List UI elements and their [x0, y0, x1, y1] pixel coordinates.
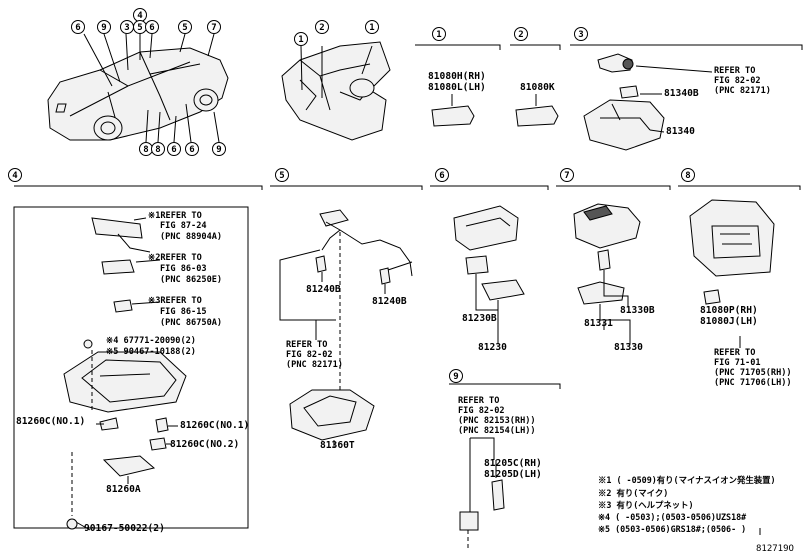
callout-5: 5: [178, 20, 192, 34]
refer-fig-82-02-a-line2: FIG 82-02: [714, 76, 761, 86]
callout-9: 9: [212, 142, 226, 156]
part-number-81260c-no1-left: 81260C(NO.1): [16, 416, 86, 427]
refer-fig-82-02-c: REFER TO: [458, 396, 500, 406]
part-number-81340b: 81340B: [664, 88, 699, 99]
callout-6: 6: [145, 20, 159, 34]
callout-6: 6: [167, 142, 181, 156]
part-number-81360t: 81360T: [320, 440, 355, 451]
refer-fig-71-01: REFER TO: [714, 348, 756, 358]
refer-fig-71-01-line2: FIG 71-01: [714, 358, 761, 368]
part-number-81230: 81230: [478, 342, 507, 353]
note1-refer-line1: ※1REFER TO: [148, 211, 202, 221]
part-number-81331: 81331: [584, 318, 613, 329]
part-number-81080h-rh: 81080H(RH): [428, 71, 486, 82]
bolt-67771-20090: ※4 67771-20090(2): [106, 336, 196, 346]
refer-fig-82-02-c-line3: (PNC 82153(RH)): [458, 416, 536, 426]
part-number-90167-50022: 90167-50022(2): [84, 523, 165, 534]
part-number-81340: 81340: [666, 126, 695, 137]
refer-fig-71-01-line4: (PNC 71706(LH)): [714, 378, 792, 388]
note1-refer-line3: (PNC 88904A): [160, 232, 223, 242]
footnote-1: ※1 ( -0509)有り(マイナスイオン発生装置): [598, 475, 776, 485]
refer-fig-82-02-a: REFER TO: [714, 66, 756, 76]
part-number-81330b: 81330B: [620, 305, 655, 316]
part-number-81240b-left: 81240B: [306, 284, 341, 295]
callout-1: 1: [365, 20, 379, 34]
part-number-81240b-right: 81240B: [372, 296, 407, 307]
section-9-header: 9: [449, 369, 463, 383]
part-number-81080p-rh: 81080P(RH): [700, 305, 758, 316]
note2-refer-line2: FIG 86-03: [160, 264, 207, 274]
part-number-81205c-rh: 81205C(RH): [484, 458, 542, 469]
refer-fig-82-02-b: REFER TO: [286, 340, 328, 350]
footnote-3: ※3 有り(ヘルプネット): [598, 500, 694, 510]
footnote-4: ※4 ( -0503);(0503-0506)UZS18#: [598, 512, 747, 522]
section-6-header: 6: [435, 168, 449, 182]
part-number-81080k: 81080K: [520, 82, 555, 93]
part-number-81260c-no2: 81260C(NO.2): [170, 439, 240, 450]
callout-8: 8: [139, 142, 153, 156]
callout-2: 2: [315, 20, 329, 34]
figure-id: 812719O: [756, 544, 794, 554]
footnote-2: ※2 有り(マイク): [598, 488, 669, 498]
section-8-header: 8: [681, 168, 695, 182]
refer-fig-82-02-b-line2: FIG 82-02: [286, 350, 333, 360]
note3-refer-line3: (PNC 86750A): [160, 318, 223, 328]
note3-refer-line2: FIG 86-15: [160, 307, 207, 317]
section-4-header: 4: [8, 168, 22, 182]
section-2-header: 2: [514, 27, 528, 41]
callout-1: 1: [294, 32, 308, 46]
part-number-81230b: 81230B: [462, 313, 497, 324]
part-number-81330: 81330: [614, 342, 643, 353]
part-number-81260c-no1-right: 81260C(NO.1): [180, 420, 250, 431]
note1-refer-line2: FIG 87-24: [160, 221, 207, 231]
callout-6: 6: [71, 20, 85, 34]
interior-illustration: [281, 41, 391, 141]
callout-8: 8: [151, 142, 165, 156]
callout-3: 3: [120, 20, 134, 34]
note2-refer-line1: ※2REFER TO: [148, 253, 202, 263]
section-1-header: 1: [432, 27, 446, 41]
part-number-81260a: 81260A: [106, 484, 141, 495]
part-number-81205d-lh: 81205D(LH): [484, 469, 542, 480]
section-5-header: 5: [275, 168, 289, 182]
refer-fig-71-01-line3: (PNC 71705(RH)): [714, 368, 792, 378]
refer-fig-82-02-a-line3: (PNC 82171): [714, 86, 771, 96]
refer-fig-82-02-b-line3: (PNC 82171): [286, 360, 343, 370]
section-3-header: 3: [574, 27, 588, 41]
footnote-5: ※5 (0503-0506)GRS18#;(0506- ): [598, 524, 747, 534]
car-illustration: [47, 47, 229, 141]
note3-refer-line1: ※3REFER TO: [148, 296, 202, 306]
bolt-90467-10188: ※5 90467-10188(2): [106, 347, 196, 357]
refer-fig-82-02-c-line4: (PNC 82154(LH)): [458, 426, 536, 436]
callout-9: 9: [97, 20, 111, 34]
callout-7: 7: [207, 20, 221, 34]
part-number-81080l-lh: 81080L(LH): [428, 82, 486, 93]
part-number-81080j-lh: 81080J(LH): [700, 316, 758, 327]
section-7-header: 7: [560, 168, 574, 182]
refer-fig-82-02-c-line2: FIG 82-02: [458, 406, 505, 416]
note2-refer-line3: (PNC 86250E): [160, 275, 223, 285]
callout-6: 6: [185, 142, 199, 156]
